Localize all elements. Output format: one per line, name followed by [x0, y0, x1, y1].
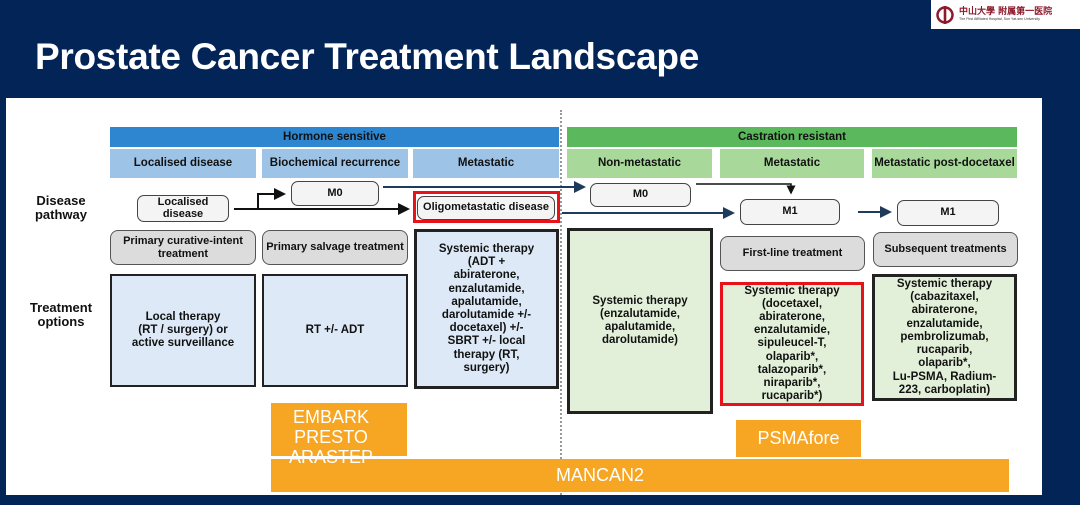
node-oligometastatic: Oligometastatic disease [417, 196, 555, 220]
hospital-logo-icon [935, 5, 955, 25]
treatment-header-primary-curative: Primary curative-intent treatment [110, 230, 256, 265]
logo-name-cn: 中山大學 附属第一医院 [959, 6, 1053, 17]
row-label-treatment-options: Treatment options [29, 300, 93, 329]
stage-non-metastatic: Non-metastatic [567, 149, 712, 178]
treatment-header-subsequent: Subsequent treatments [873, 232, 1018, 267]
group-hormone-sensitive: Hormone sensitive [110, 127, 559, 147]
row-label-disease-pathway: Disease pathway [34, 193, 87, 222]
node-m1-first-line: M1 [740, 199, 840, 225]
treatment-header-primary-salvage: Primary salvage treatment [262, 230, 408, 265]
treatment-header-first-line: First-line treatment [720, 236, 865, 271]
node-localised-disease: Localised disease [137, 195, 229, 222]
group-castration-resistant: Castration resistant [567, 127, 1017, 147]
stage-metastatic-hs: Metastatic [413, 149, 559, 178]
trials-early-label: EMBARK PRESTO ARASTEP [289, 407, 374, 468]
hospital-logo: 中山大學 附属第一医院 The First Affiliated Hospita… [931, 0, 1080, 29]
option-systemic-first-line: Systemic therapy (docetaxel, abiraterone… [720, 282, 864, 406]
node-m0-biochemical: M0 [291, 181, 379, 206]
option-systemic-hs-metastatic: Systemic therapy (ADT + abiraterone, enz… [414, 229, 559, 389]
highlight-oligometastatic [413, 191, 560, 223]
option-systemic-subsequent: Systemic therapy (cabazitaxel, abiratero… [872, 274, 1017, 401]
option-rt-adt: RT +/- ADT [262, 274, 408, 387]
option-systemic-nmcrpc: Systemic therapy (enzalutamide, apalutam… [567, 228, 713, 414]
stage-biochemical-recurrence: Biochemical recurrence [262, 149, 408, 178]
trials-early-box [271, 403, 407, 456]
arrow-crpc-m0-to-m1 [696, 183, 796, 195]
slide-title: Prostate Cancer Treatment Landscape [35, 36, 699, 77]
group-divider [560, 110, 562, 495]
diagram-panel: Hormone sensitive Castration resistant L… [6, 98, 1042, 495]
option-local-therapy: Local therapy (RT / surgery) or active s… [110, 274, 256, 387]
trial-mancan2: MANCAN2 [271, 459, 1009, 492]
trial-psmafore: PSMAfore [736, 420, 861, 457]
logo-name-en: The First Affiliated Hospital, Sun Yat-s… [959, 16, 1040, 21]
stage-metastatic-post-docetaxel: Metastatic post-docetaxel [872, 149, 1017, 178]
node-m0-castration-resistant: M0 [590, 183, 691, 207]
stage-localised-disease: Localised disease [110, 149, 256, 178]
arrow-localised-to-m0 [257, 188, 286, 209]
node-m1-post-docetaxel: M1 [897, 200, 999, 226]
stage-metastatic-cr: Metastatic [720, 149, 864, 178]
